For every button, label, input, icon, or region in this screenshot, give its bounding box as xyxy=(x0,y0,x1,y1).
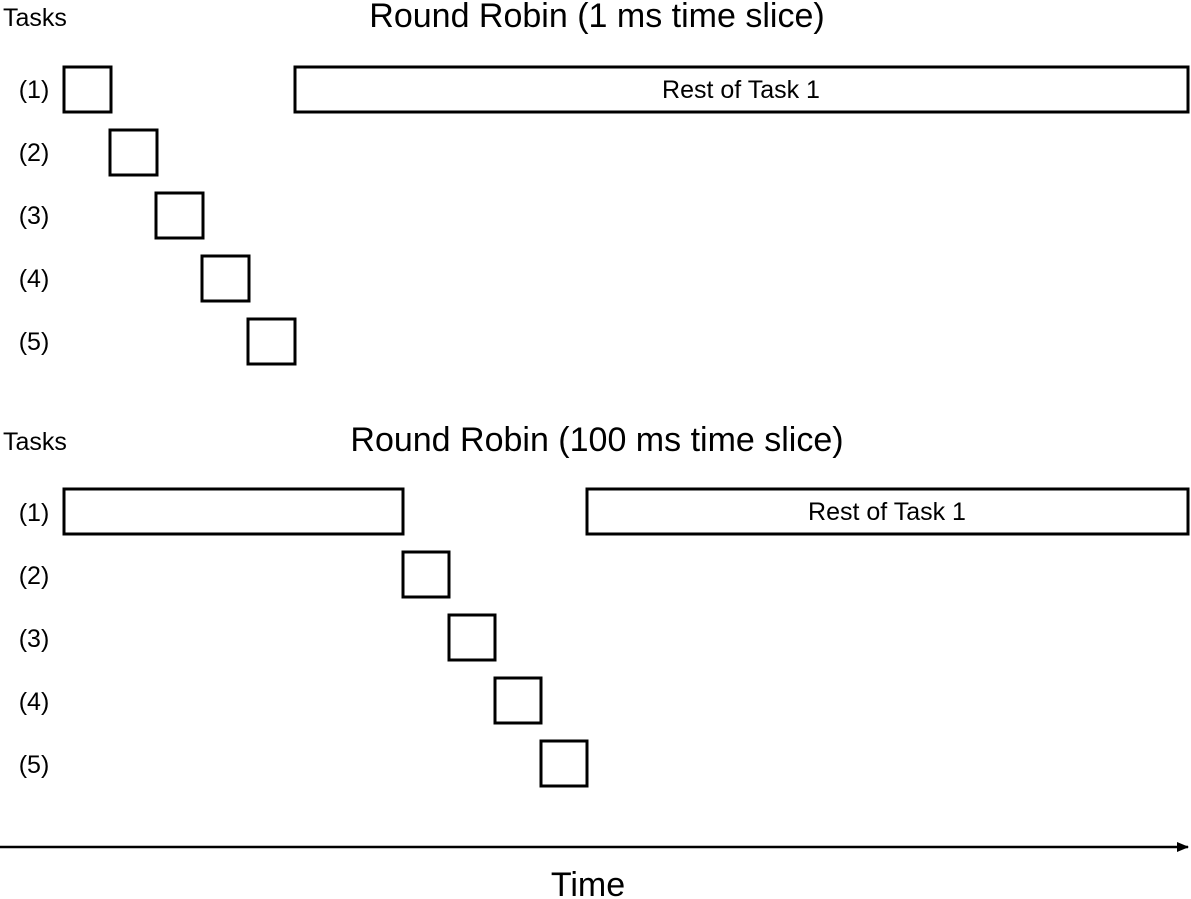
panel-1ms-row-label-1: (1) xyxy=(19,76,50,104)
panel-1ms-row-label-5: (5) xyxy=(19,328,50,356)
panel-1ms-tasks-label: Tasks xyxy=(3,4,67,32)
panel-100ms-rest-of-task-1-bar xyxy=(585,487,1190,536)
panel-1ms-rest-of-task-1-bar xyxy=(293,65,1190,114)
panel-100ms: Round Robin (100 ms time slice) Tasks (1… xyxy=(3,421,1190,788)
panel-100ms-rest-of-task-1-label: Rest of Task 1 xyxy=(808,498,966,526)
panel-100ms-row-label-5: (5) xyxy=(19,751,50,779)
panel-1ms-task-1-slice xyxy=(62,65,113,114)
panel-100ms-task-2-slice xyxy=(401,550,451,599)
panel-1ms-task-5-slice xyxy=(246,317,297,366)
panel-1ms-task-3-slice xyxy=(154,191,205,240)
panel-1ms-rest-of-task-1-label: Rest of Task 1 xyxy=(662,76,820,104)
time-axis-label: Time xyxy=(551,866,625,899)
panel-1ms-row-label-3: (3) xyxy=(19,202,50,230)
panel-100ms-task-5-slice xyxy=(539,739,589,788)
panel-100ms-row-label-3: (3) xyxy=(19,625,50,653)
panel-1ms-task-4-slice xyxy=(200,254,251,303)
panel-100ms-row-label-1: (1) xyxy=(19,499,50,527)
panel-100ms-row-label-4: (4) xyxy=(19,688,50,716)
panel-100ms-title: Round Robin (100 ms time slice) xyxy=(350,421,843,459)
panel-1ms-row-label-4: (4) xyxy=(19,265,50,293)
panel-1ms: Round Robin (1 ms time slice) Tasks (1) … xyxy=(3,0,1190,366)
panel-100ms-task-4-slice xyxy=(493,676,543,725)
panel-100ms-task-1-slice xyxy=(62,487,405,536)
panel-1ms-title: Round Robin (1 ms time slice) xyxy=(369,0,824,35)
panel-1ms-row-label-2: (2) xyxy=(19,139,50,167)
panel-100ms-task-3-slice xyxy=(447,613,497,662)
panel-100ms-tasks-label: Tasks xyxy=(3,428,67,456)
panel-1ms-task-2-slice xyxy=(108,128,159,177)
panel-100ms-row-label-2: (2) xyxy=(19,562,50,590)
